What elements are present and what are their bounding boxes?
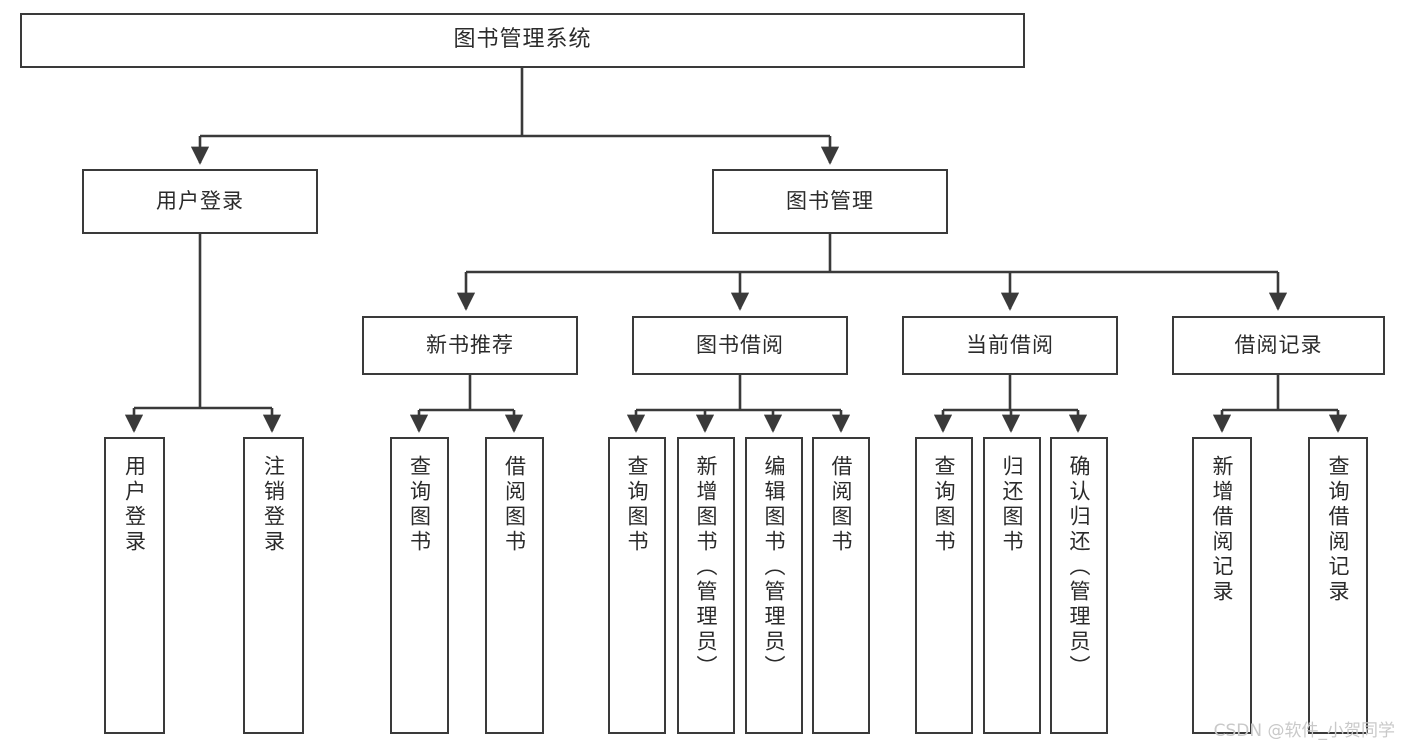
node-root-system[interactable]: 图书管理系统 bbox=[20, 13, 1025, 68]
node-book-borrow[interactable]: 图书借阅 bbox=[632, 316, 848, 375]
node-label: 借阅图书 bbox=[829, 455, 854, 555]
leaf-confirm-return-admin[interactable]: 确认归还（管理员） bbox=[1050, 437, 1108, 734]
node-label: 查询借阅记录 bbox=[1326, 455, 1351, 605]
leaf-query-book-recommend[interactable]: 查询图书 bbox=[390, 437, 449, 734]
leaf-borrow-book-recommend[interactable]: 借阅图书 bbox=[485, 437, 544, 734]
leaf-add-borrow-record[interactable]: 新增借阅记录 bbox=[1192, 437, 1252, 734]
node-label: 查询图书 bbox=[407, 455, 432, 555]
leaf-edit-book-admin[interactable]: 编辑图书（管理员） bbox=[745, 437, 803, 734]
csdn-watermark: CSDN @软件_小贺同学 bbox=[1213, 721, 1395, 741]
node-label: 当前借阅 bbox=[966, 332, 1054, 357]
node-label: 新书推荐 bbox=[426, 332, 514, 357]
node-label: 借阅记录 bbox=[1234, 332, 1323, 357]
node-label: 新增图书（管理员） bbox=[694, 455, 719, 680]
node-current-borrow[interactable]: 当前借阅 bbox=[902, 316, 1118, 375]
leaf-user-login[interactable]: 用户登录 bbox=[104, 437, 165, 734]
node-new-book-recommend[interactable]: 新书推荐 bbox=[362, 316, 578, 375]
node-label: 用户登录 bbox=[156, 188, 244, 213]
node-label: 查询图书 bbox=[932, 455, 957, 555]
node-label: 查询图书 bbox=[625, 455, 650, 555]
node-label: 图书借阅 bbox=[696, 332, 784, 357]
node-borrow-record[interactable]: 借阅记录 bbox=[1172, 316, 1385, 375]
leaf-query-borrow-record[interactable]: 查询借阅记录 bbox=[1308, 437, 1368, 734]
leaf-return-book[interactable]: 归还图书 bbox=[983, 437, 1041, 734]
leaf-add-book-admin[interactable]: 新增图书（管理员） bbox=[677, 437, 735, 734]
node-label: 新增借阅记录 bbox=[1210, 455, 1235, 605]
node-label: 图书管理 bbox=[786, 188, 874, 213]
leaf-logout[interactable]: 注销登录 bbox=[243, 437, 304, 734]
node-label: 确认归还（管理员） bbox=[1067, 455, 1092, 680]
node-label: 用户登录 bbox=[122, 455, 147, 555]
node-label: 编辑图书（管理员） bbox=[762, 455, 787, 680]
leaf-query-book-current[interactable]: 查询图书 bbox=[915, 437, 973, 734]
node-label: 注销登录 bbox=[261, 455, 286, 555]
node-book-management[interactable]: 图书管理 bbox=[712, 169, 948, 234]
leaf-borrow-book[interactable]: 借阅图书 bbox=[812, 437, 870, 734]
node-label: 图书管理系统 bbox=[453, 27, 592, 53]
node-label: 借阅图书 bbox=[502, 455, 527, 555]
node-label: 归还图书 bbox=[1000, 455, 1025, 555]
leaf-query-book-borrow[interactable]: 查询图书 bbox=[608, 437, 666, 734]
node-user-login[interactable]: 用户登录 bbox=[82, 169, 318, 234]
